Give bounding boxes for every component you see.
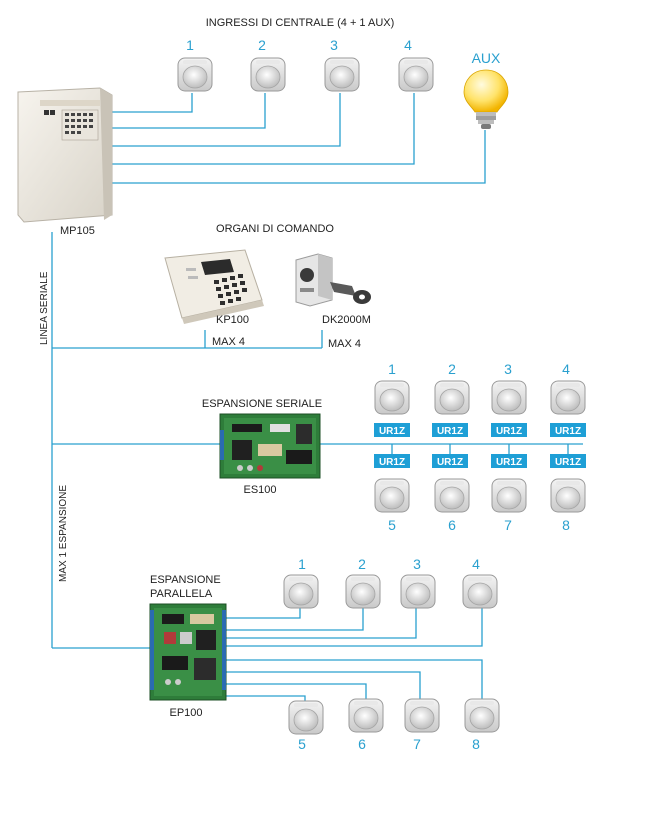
input-number: 1	[186, 37, 194, 53]
key-reader-max-label: MAX 4	[328, 338, 361, 350]
detector-icon	[491, 478, 527, 513]
detector-icon	[374, 380, 410, 415]
ur1z-badge: UR1Z	[437, 457, 463, 468]
detector-icon	[491, 380, 527, 415]
key-reader-label: DK2000M	[322, 314, 371, 326]
ur1z-badge: UR1Z	[379, 426, 405, 437]
detector-icon	[348, 698, 384, 733]
ur1z-badge: UR1Z	[496, 426, 522, 437]
parallel-board-ep100	[149, 603, 227, 701]
serial-expansion-title: ESPANSIONE SERIALE	[202, 398, 322, 410]
serial-bottom-number: 7	[504, 517, 512, 533]
input-number: 2	[258, 37, 266, 53]
keypad-max-label: MAX 4	[212, 336, 245, 348]
detector-icon	[550, 380, 586, 415]
aux-bulb: AUX	[463, 50, 509, 129]
parallel-expansion-title-line1: ESPANSIONE	[150, 574, 221, 586]
serial-top-number: 1	[388, 361, 396, 377]
ur1z-badge: UR1Z	[437, 426, 463, 437]
serial-bottom-number: 8	[562, 517, 570, 533]
detector-icon	[283, 574, 319, 609]
parallel-top-number: 2	[358, 556, 366, 572]
parallel-bottom-number: 5	[298, 736, 306, 752]
serial-top-number: 3	[504, 361, 512, 377]
serial-board-es100	[219, 413, 321, 479]
detector-icon	[464, 698, 500, 733]
detector-icon	[345, 574, 381, 609]
max-expansion-label: MAX 1 ESPANSIONE	[58, 485, 69, 582]
parallel-expansion-title-line2: PARALLELA	[150, 588, 213, 600]
serial-top-number: 4	[562, 361, 570, 377]
detector-icon	[324, 57, 360, 92]
detector-icon	[250, 57, 286, 92]
parallel-top-detectors: 1 2 3 4	[283, 556, 498, 609]
keypad-keys-icon	[214, 274, 247, 305]
parallel-top-number: 1	[298, 556, 306, 572]
parallel-bottom-number: 6	[358, 736, 366, 752]
input-number: 4	[404, 37, 412, 53]
parallel-board-label: EP100	[169, 707, 202, 719]
serial-top-detectors: 1 2 3 4	[374, 361, 586, 415]
detector-icon	[288, 700, 324, 735]
serial-top-number: 2	[448, 361, 456, 377]
command-title: ORGANI DI COMANDO	[216, 223, 334, 235]
detector-icon	[400, 574, 436, 609]
key-icon	[330, 282, 371, 304]
aux-label: AUX	[472, 50, 501, 66]
input-detectors: 1 2 3 4	[177, 37, 434, 92]
parallel-bottom-number: 8	[472, 736, 480, 752]
ur1z-badge: UR1Z	[496, 457, 522, 468]
inputs-title: INGRESSI DI CENTRALE (4 + 1 AUX)	[206, 17, 395, 29]
parallel-top-number: 3	[413, 556, 421, 572]
detector-icon	[404, 698, 440, 733]
detector-icon	[434, 380, 470, 415]
detector-icon	[374, 478, 410, 513]
detector-icon	[550, 478, 586, 513]
bulb-icon	[463, 69, 509, 129]
key-reader-dk2000m	[295, 253, 371, 307]
detector-icon	[177, 57, 213, 92]
parallel-bottom-detectors: 5 6 7 8	[288, 698, 500, 752]
serial-bottom-number: 5	[388, 517, 396, 533]
panel-keypad-icon	[44, 109, 99, 141]
input-number: 3	[330, 37, 338, 53]
keypad-kp100	[164, 249, 264, 324]
serial-line-label: LINEA SERIALE	[39, 271, 50, 345]
parallel-bottom-number: 7	[413, 736, 421, 752]
detector-icon	[434, 478, 470, 513]
detector-icon	[462, 574, 498, 609]
serial-bottom-number: 6	[448, 517, 456, 533]
keypad-label: KP100	[216, 314, 249, 326]
panel-label: MP105	[60, 225, 95, 237]
detector-icon	[398, 57, 434, 92]
wires	[51, 93, 583, 702]
ur1z-badge: UR1Z	[379, 457, 405, 468]
ur1z-badge: UR1Z	[555, 426, 581, 437]
parallel-top-number: 4	[472, 556, 480, 572]
serial-bottom-detectors: 5 6 7 8	[374, 478, 586, 533]
ur1z-badge: UR1Z	[555, 457, 581, 468]
ur1z-badges: UR1Z UR1Z UR1Z UR1Z UR1Z UR1Z UR1Z UR1Z	[374, 423, 586, 468]
panel-mp105	[17, 87, 113, 223]
serial-board-label: ES100	[243, 484, 276, 496]
